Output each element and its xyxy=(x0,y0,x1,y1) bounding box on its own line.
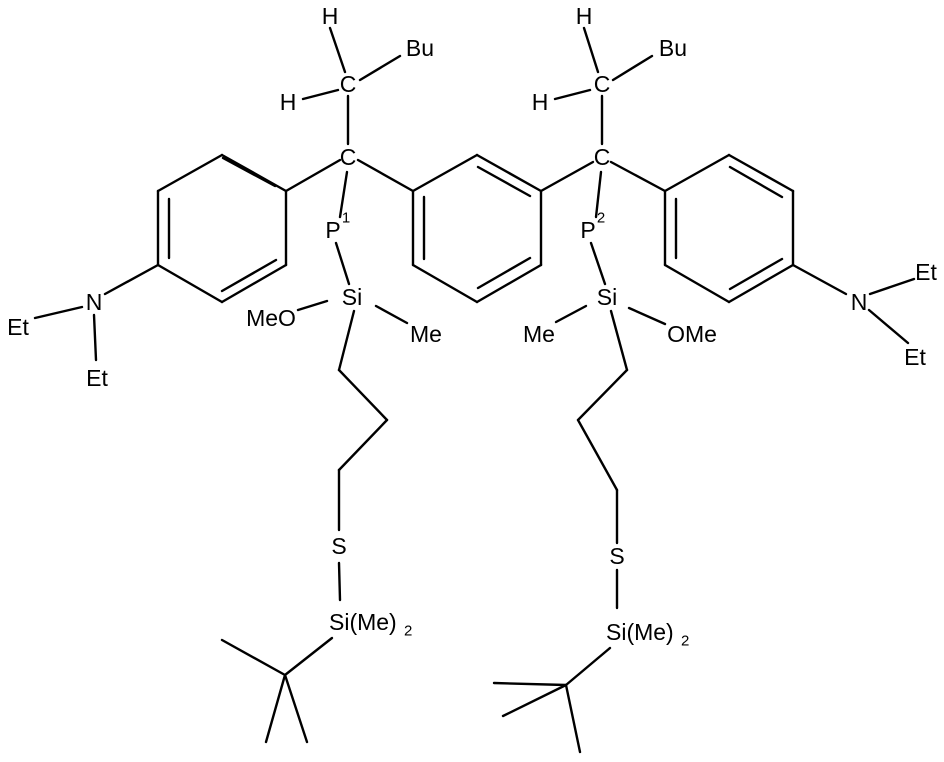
sime2-label: Si(Me) xyxy=(606,619,674,645)
bu-label: Bu xyxy=(406,35,434,61)
n-label: N xyxy=(851,289,868,315)
atom-labels: H Bu H C C H Bu H C C P 1 Si MeO Me P 2 … xyxy=(7,3,937,650)
sime2-index: 2 xyxy=(404,623,412,640)
c-label: C xyxy=(340,71,357,97)
me-label: Me xyxy=(410,321,442,347)
p1-index: 1 xyxy=(342,210,350,227)
si-label: Si xyxy=(342,284,362,310)
h-label: H xyxy=(280,89,297,115)
c-label: C xyxy=(594,144,611,170)
si-label: Si xyxy=(597,284,617,310)
et-label: Et xyxy=(7,314,29,340)
bond-lines xyxy=(35,28,914,752)
et-label: Et xyxy=(915,259,937,285)
p-label: P xyxy=(580,217,595,243)
c-label: C xyxy=(594,71,611,97)
h-label: H xyxy=(322,3,339,29)
c-label: C xyxy=(340,144,357,170)
p2-index: 2 xyxy=(597,210,605,227)
s-label: S xyxy=(609,543,624,569)
ome-label: OMe xyxy=(667,321,717,347)
s-label: S xyxy=(331,533,346,559)
h-label: H xyxy=(576,3,593,29)
n-label: N xyxy=(86,289,103,315)
bu-label: Bu xyxy=(659,35,687,61)
et-label: Et xyxy=(86,365,108,391)
sime2-index: 2 xyxy=(681,633,689,650)
p-label: P xyxy=(325,217,340,243)
et-label: Et xyxy=(904,344,926,370)
meo-label: MeO xyxy=(246,305,296,331)
h-label: H xyxy=(532,89,549,115)
me-label: Me xyxy=(523,321,555,347)
sime2-label: Si(Me) xyxy=(329,609,397,635)
